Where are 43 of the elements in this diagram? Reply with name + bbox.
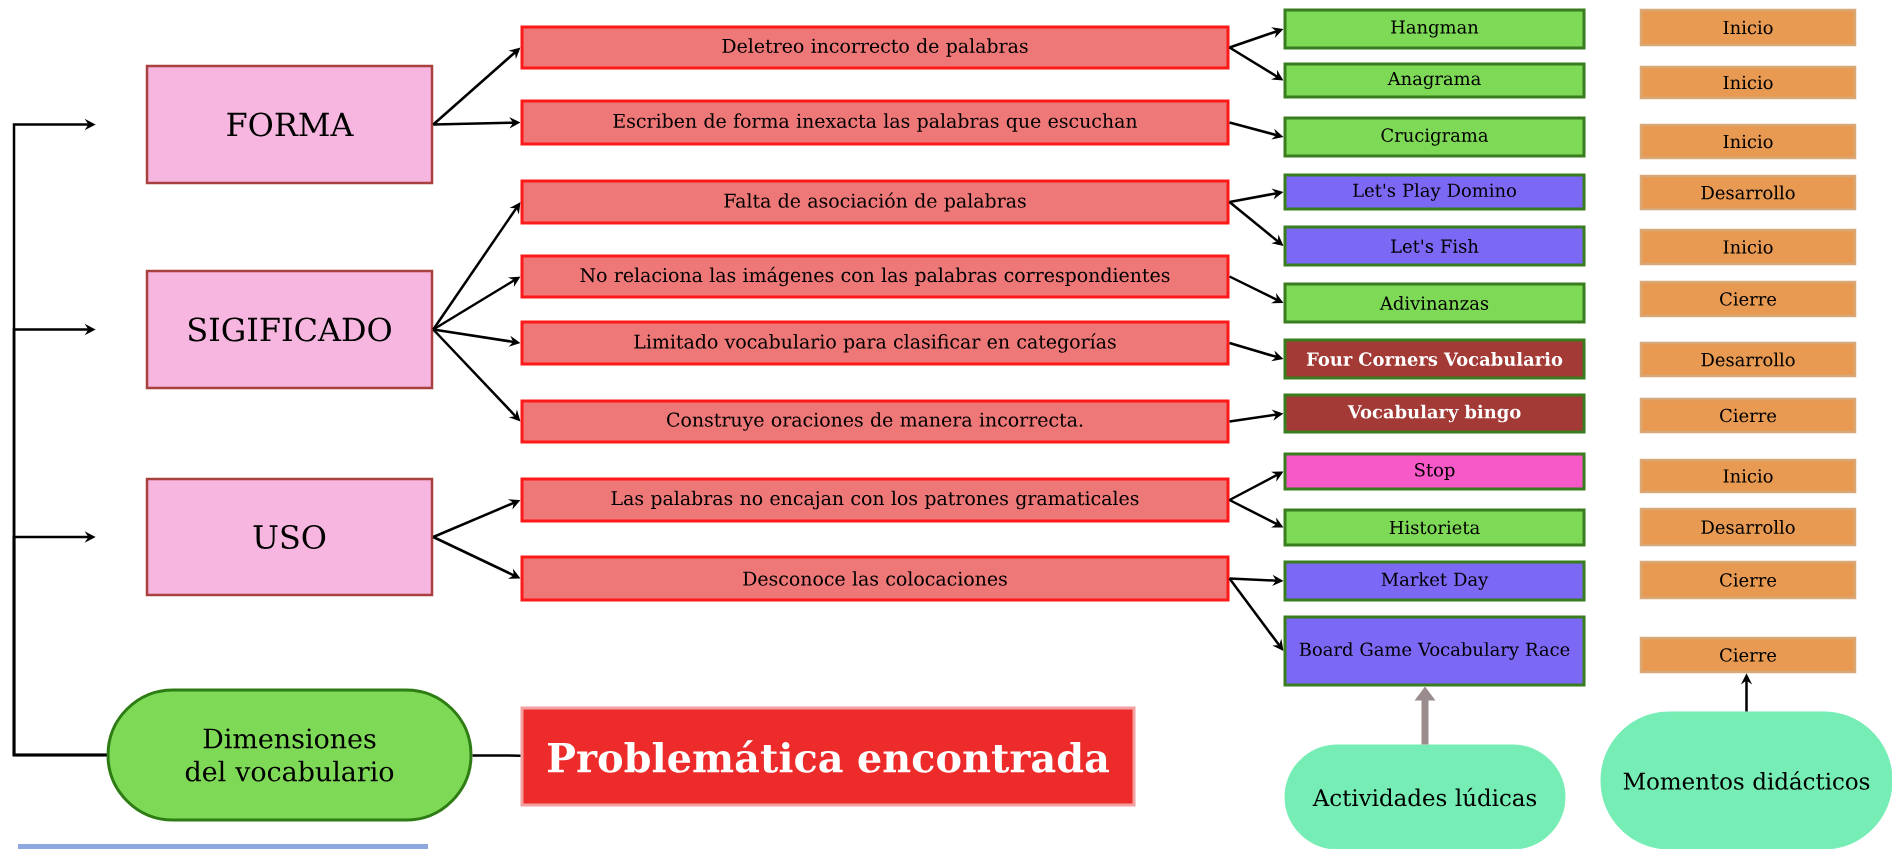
activity-box: Board Game Vocabulary Race xyxy=(1283,615,1586,687)
stage-box: Inicio xyxy=(1639,8,1857,47)
arrow xyxy=(1228,577,1284,651)
stage-box: Desarrollo xyxy=(1639,507,1857,547)
stage-box: Cierre xyxy=(1639,397,1857,434)
activity-box: Stop xyxy=(1283,452,1586,491)
activity-box: Anagrama xyxy=(1283,62,1586,99)
dimension-box: SIGIFICADO xyxy=(145,269,434,390)
activity-box: Historieta xyxy=(1283,508,1586,547)
arrow xyxy=(12,531,107,757)
activity-box: Four Corners Vocabulario xyxy=(1283,338,1586,380)
stage-box: Cierre xyxy=(1639,280,1857,318)
stage-box: Desarrollo xyxy=(1639,174,1857,211)
stage-box: Inicio xyxy=(1639,65,1857,100)
activity-box: Let's Fish xyxy=(1283,225,1586,267)
stage-box: Inicio xyxy=(1639,228,1857,266)
heading-box: Problemática encontrada xyxy=(520,706,1136,807)
activity-box: Vocabulary bingo xyxy=(1283,393,1586,434)
connector-line xyxy=(472,754,521,757)
problem-box: Desconoce las colocaciones xyxy=(520,555,1230,602)
problem-box: No relaciona las imágenes con las palabras correspondientes xyxy=(520,254,1230,299)
activity-box: Hangman xyxy=(1283,8,1586,50)
problem-box: Deletreo incorrecto de palabras xyxy=(520,25,1230,70)
stage-box: Desarrollo xyxy=(1639,341,1857,378)
activity-box: Adivinanzas xyxy=(1283,282,1586,324)
stage-box: Cierre xyxy=(1639,560,1857,600)
rounded-box: Momentos didácticos xyxy=(1600,711,1892,849)
rounded-box: Dimensiones del vocabulario xyxy=(106,688,473,822)
activity-box: Let's Play Domino xyxy=(1283,173,1586,211)
activity-box: Market Day xyxy=(1283,560,1586,602)
stage-box: Inicio xyxy=(1639,123,1857,160)
problem-box: Falta de asociación de palabras xyxy=(520,179,1230,225)
problem-box: Las palabras no encajan con los patrones gramaticales xyxy=(520,477,1230,523)
arrow xyxy=(432,202,521,331)
activity-box: Crucigrama xyxy=(1283,116,1586,158)
problem-box: Construye oraciones de manera incorrecta. xyxy=(520,399,1230,444)
rounded-box: Actividades lúdicas xyxy=(1284,744,1566,849)
stage-box: Cierre xyxy=(1639,636,1857,674)
problem-box: Escriben de forma inexacta las palabras que escuchan xyxy=(520,99,1230,146)
dimension-box: FORMA xyxy=(145,64,434,185)
problem-box: Limitado vocabulario para clasificar en categorías xyxy=(520,320,1230,366)
stage-box: Inicio xyxy=(1639,458,1857,494)
dimension-box: USO xyxy=(145,477,434,597)
